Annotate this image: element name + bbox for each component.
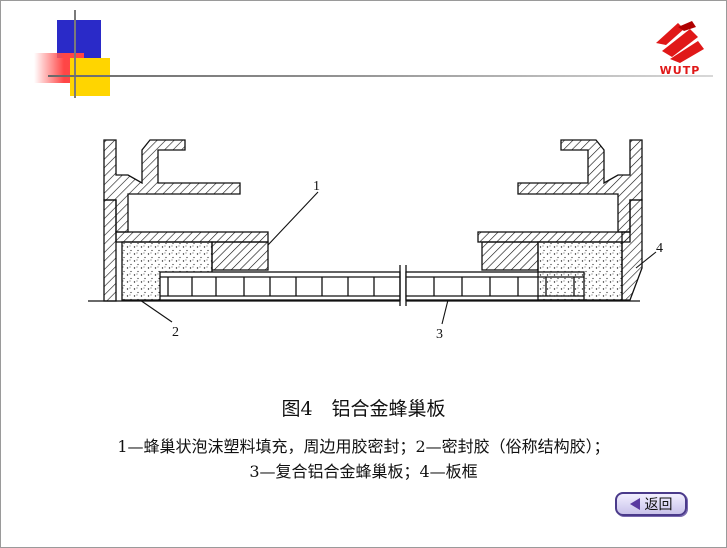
break-marks (399, 265, 407, 306)
label-3: 3 (436, 327, 443, 342)
back-button-label: 返回 (644, 497, 673, 513)
decor-yellow-square (70, 58, 110, 96)
decor-vertical-line (74, 10, 76, 98)
figure-caption-title: 图4 铝合金蜂巢板 (281, 398, 446, 420)
label-4: 4 (656, 241, 663, 256)
leader-lines (139, 191, 657, 325)
decor-horizontal-line (48, 75, 713, 77)
right-fill (477, 231, 631, 301)
back-arrow-icon (629, 498, 640, 510)
figure-legend-line-2: 3—复合铝合金蜂巢板；4—板框 (249, 462, 478, 481)
decor-blue-square (57, 20, 101, 58)
figure-legend-line-1: 1—蜂巢状泡沫塑料填充，周边用胶密封；2—密封胶（俗称结构胶）； (117, 437, 610, 456)
wutp-logo-icon (656, 21, 704, 63)
right-frame (517, 139, 643, 301)
honeycomb-core-left (159, 271, 401, 301)
label-1: 1 (313, 179, 320, 194)
logo-text: WUTP (659, 64, 701, 77)
label-2: 2 (172, 325, 179, 340)
back-button[interactable]: 返回 (615, 492, 687, 516)
